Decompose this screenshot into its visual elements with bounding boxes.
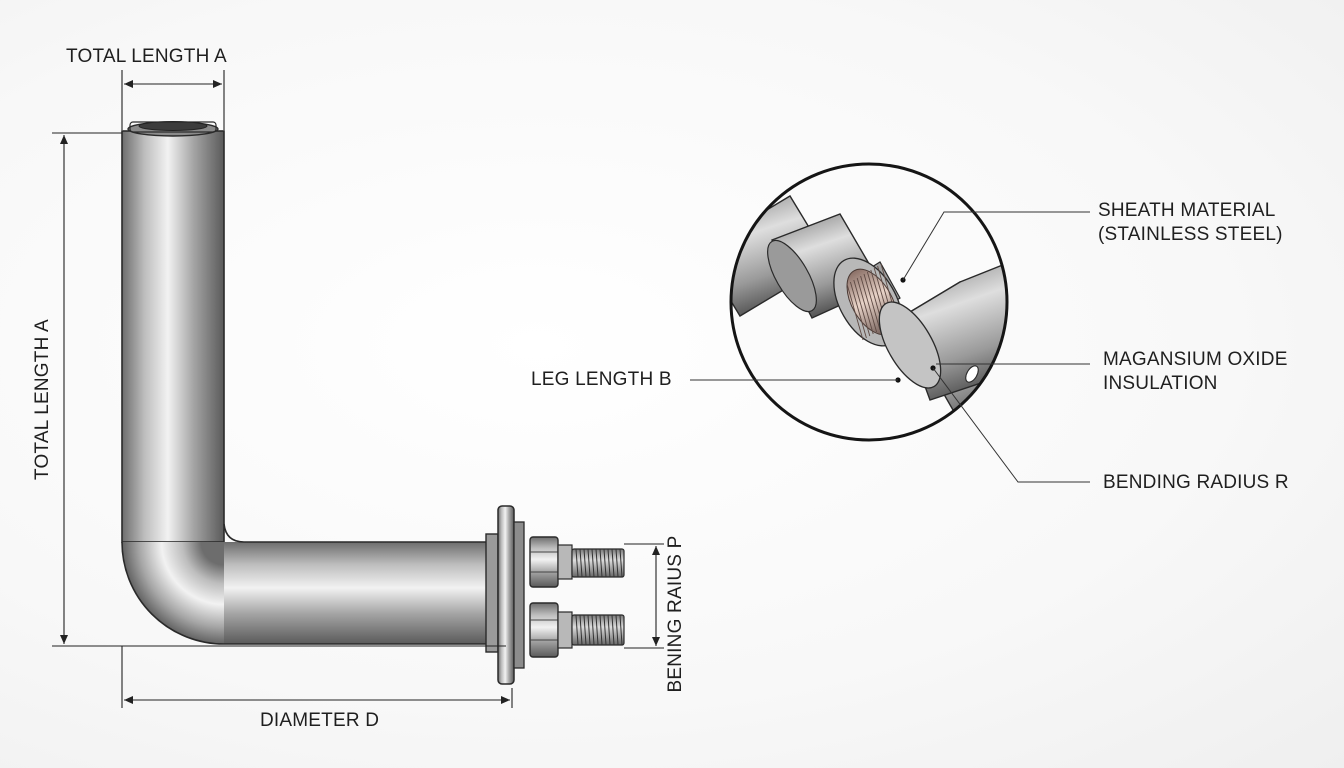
insulation-label: MAGANSIUM OXIDE INSULATION (1103, 348, 1288, 396)
bottom-dimension-label: DIAMETER D (260, 710, 380, 731)
terminal-flange (485, 505, 625, 685)
l-shaped-tube (121, 121, 486, 645)
leader-lines (690, 211, 1090, 483)
insulation-line1: MAGANSIUM OXIDE (1103, 349, 1288, 370)
bending-radius-label: BENDING RADIUS R (1103, 472, 1289, 493)
sheath-material-line2: (STAINLESS STEEL) (1098, 224, 1283, 245)
sheath-material-line1: SHEATH MATERIAL (1098, 200, 1276, 221)
right-dimension-label: BENING RAIUS P (665, 535, 686, 693)
leg-length-label: LEG LENGTH B (531, 369, 672, 390)
dimension-lines (52, 70, 664, 708)
detail-callout-circle (729, 162, 1009, 442)
top-dimension-label: TOTAL LENGTH A (66, 46, 227, 67)
left-dimension-label: TOTAL LENGTH A (32, 319, 53, 480)
insulation-line2: INSULATION (1103, 373, 1218, 394)
sheath-material-label: SHEATH MATERIAL (STAINLESS STEEL) (1098, 199, 1283, 247)
